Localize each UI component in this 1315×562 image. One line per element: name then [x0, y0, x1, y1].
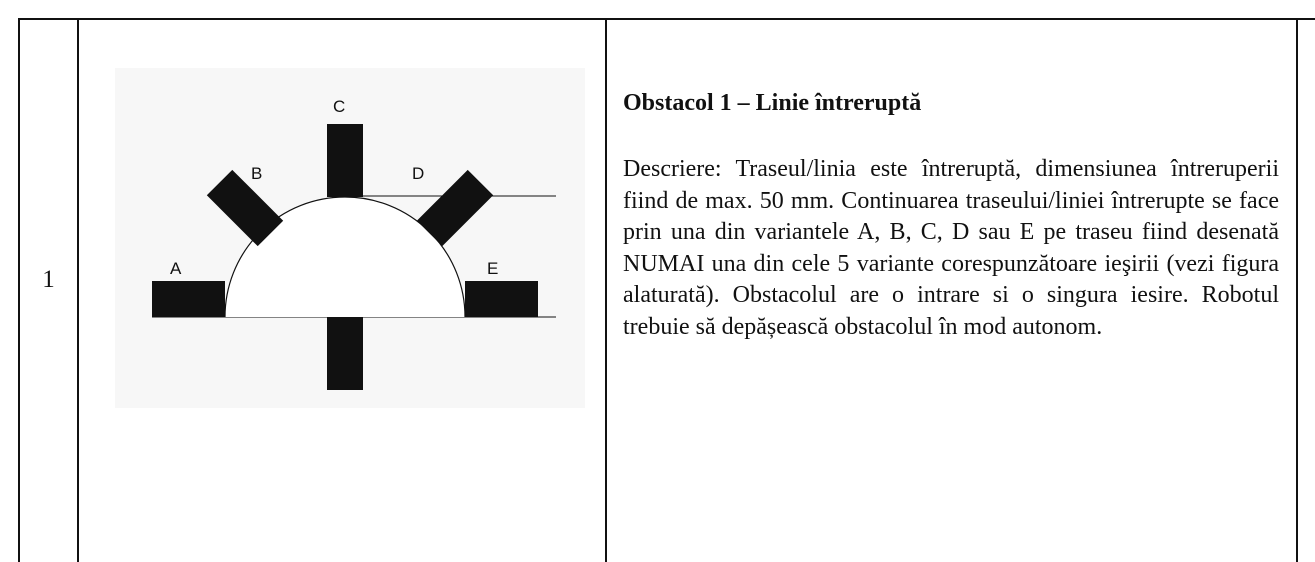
- obstacle-description: Descriere: Traseul/linia este întreruptă…: [623, 156, 1279, 340]
- obstacle-figure: A B C D E: [115, 68, 585, 408]
- column-divider: [77, 20, 79, 562]
- option-c-segment: [327, 124, 363, 197]
- option-e-segment: [465, 281, 538, 317]
- column-divider: [605, 20, 607, 562]
- row-number: 1: [42, 266, 55, 293]
- label-b: B: [251, 164, 262, 183]
- table-right-border: [1296, 20, 1298, 562]
- option-a-segment: [152, 281, 225, 317]
- label-d: D: [412, 164, 424, 183]
- entry-segment: [327, 317, 363, 390]
- option-d-segment: [416, 169, 494, 247]
- broken-line-diagram: A B C D E: [152, 97, 556, 390]
- label-a: A: [170, 259, 182, 278]
- label-e: E: [487, 259, 498, 278]
- obstacle-table: 1 A B C D E Obstacol 1: [18, 18, 1315, 562]
- obstacle-title: Obstacol 1 – Linie întreruptă: [623, 90, 922, 116]
- option-b-segment: [206, 169, 284, 247]
- label-c: C: [333, 97, 345, 116]
